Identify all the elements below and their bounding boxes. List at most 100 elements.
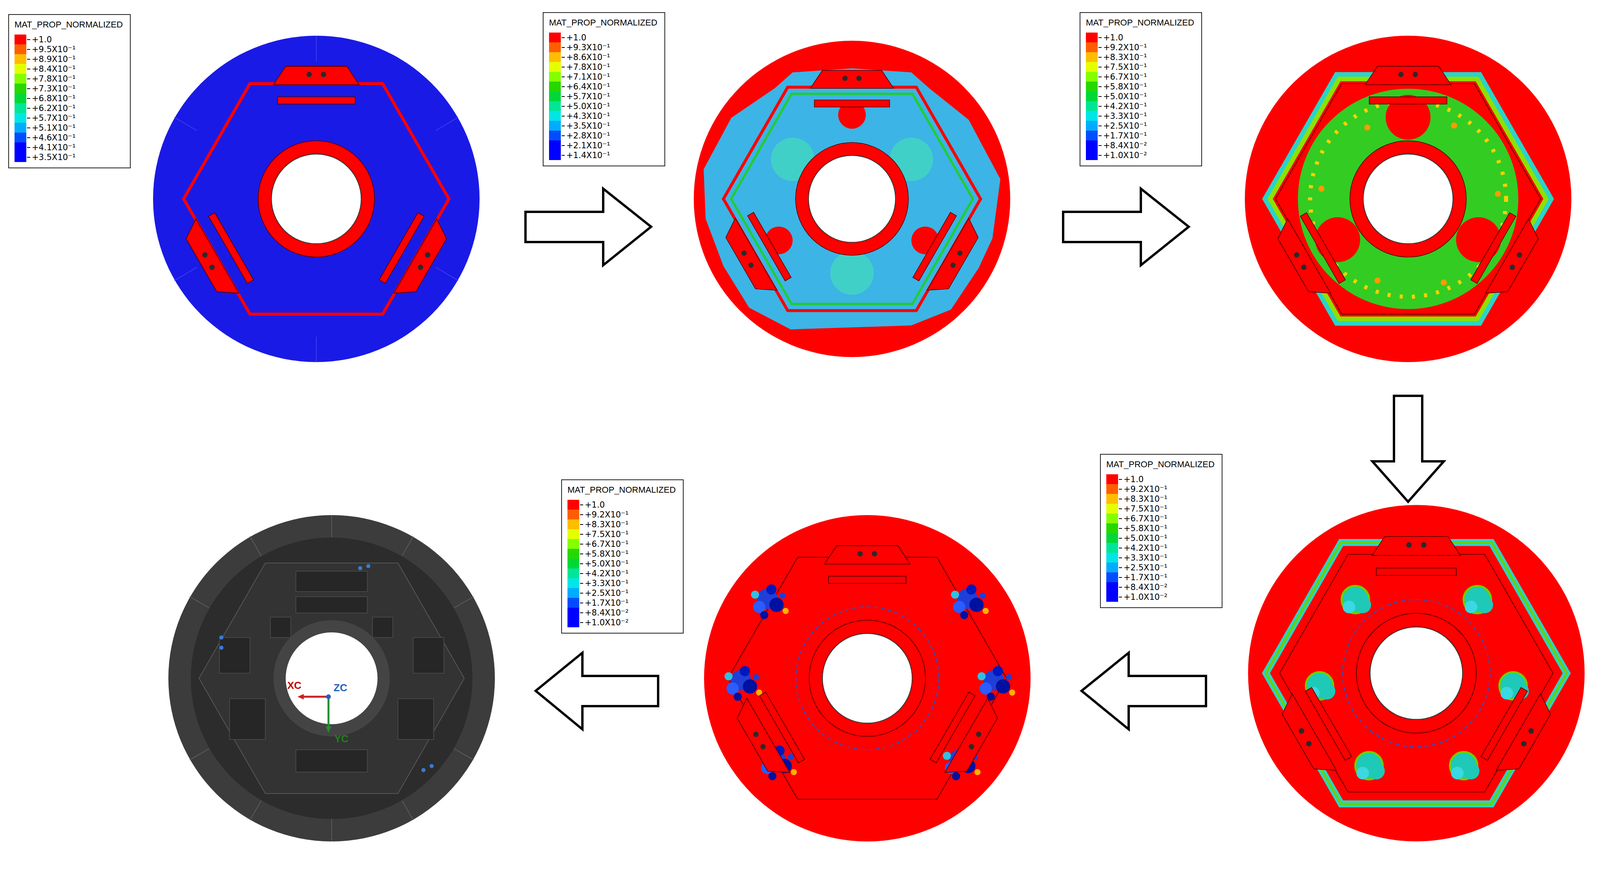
legend-tick — [561, 155, 565, 156]
legend-tick — [27, 58, 31, 60]
legend-row: +3.5X10⁻¹ — [549, 120, 658, 131]
legend-value: +4.2X10⁻¹ — [1103, 101, 1148, 112]
legend-swatch — [567, 568, 580, 579]
legend-value: +2.5X10⁻¹ — [1103, 121, 1148, 131]
illustration-part — [153, 35, 480, 363]
legend-row: +8.4X10⁻¹ — [14, 63, 123, 74]
legend-value: +5.0X10⁻¹ — [1103, 91, 1148, 102]
legend-row: +9.5X10⁻¹ — [14, 44, 123, 55]
legend-row: +2.5X10⁻¹ — [1085, 120, 1195, 131]
illustration-part — [1341, 586, 1372, 614]
legend-swatch — [549, 101, 561, 112]
illustration-part — [1450, 122, 1458, 129]
legend-value: +5.8X10⁻¹ — [1123, 523, 1168, 534]
legend-swatch — [1106, 592, 1119, 603]
legend-row: +3.3X10⁻¹ — [1085, 111, 1195, 121]
legend-value: +1.0X10⁻² — [1103, 150, 1148, 161]
legend-row: +8.4X10⁻² — [1085, 140, 1195, 151]
legend-row: +5.0X10⁻¹ — [1106, 533, 1215, 544]
legend-value: +7.5X10⁻¹ — [1103, 62, 1148, 72]
legend-tick — [1118, 547, 1123, 549]
legend-swatch — [1085, 91, 1098, 102]
legend-tick — [1098, 37, 1102, 39]
legend-swatch — [14, 113, 27, 123]
illustration-part — [219, 645, 224, 650]
legend-tick — [561, 125, 565, 127]
legend-box: MAT_PROP_NORMALIZED+1.0+9.3X10⁻¹+8.6X10⁻… — [542, 12, 666, 167]
legend-row: +1.7X10⁻¹ — [1085, 130, 1195, 141]
legend-value: +7.3X10⁻¹ — [31, 83, 76, 94]
illustration-part — [704, 515, 1031, 842]
legend-value: +1.4X10⁻¹ — [566, 150, 611, 161]
legend-row: +4.2X10⁻¹ — [1085, 101, 1195, 112]
legend-row: +8.3X10⁻¹ — [1085, 52, 1195, 63]
illustration-part — [331, 819, 333, 842]
legend-tick — [1098, 105, 1102, 107]
legend-swatch — [1085, 120, 1098, 131]
legend-title: MAT_PROP_NORMALIZED — [1106, 459, 1215, 470]
legend-tick — [27, 49, 31, 50]
legend-swatch — [1106, 572, 1119, 583]
legend-value: +6.8X10⁻¹ — [31, 93, 76, 104]
illustration-part — [1063, 188, 1189, 266]
illustration-part — [1247, 505, 1585, 842]
legend-row: +8.3X10⁻¹ — [1106, 494, 1215, 504]
illustration-part — [295, 596, 368, 614]
illustration-part — [300, 696, 329, 699]
legend-swatch — [1106, 494, 1119, 504]
legend-swatch — [567, 539, 580, 550]
illustration-part — [950, 584, 989, 620]
legend-row: +1.7X10⁻¹ — [567, 598, 676, 608]
illustration-part — [258, 140, 375, 258]
illustration-part — [693, 40, 1011, 358]
illustration-part — [366, 564, 371, 569]
illustration-part — [397, 698, 434, 740]
legend-row: +3.5X10⁻¹ — [14, 152, 123, 163]
illustration-part — [704, 515, 1031, 842]
illustration-part — [189, 596, 210, 609]
legend-row: +1.7X10⁻¹ — [1106, 572, 1215, 583]
legend-value: +7.8X10⁻¹ — [31, 74, 76, 84]
legend-swatch — [549, 81, 561, 92]
legend-tick — [1098, 56, 1102, 58]
legend-row: +2.8X10⁻¹ — [549, 130, 658, 141]
legend-swatch — [549, 140, 561, 151]
legend-tick — [1118, 587, 1123, 588]
illustration-part — [751, 584, 789, 620]
illustration-part — [325, 726, 332, 734]
legend-row: +5.7X10⁻¹ — [549, 91, 658, 102]
legend-tick — [27, 156, 31, 158]
legend-row: +4.1X10⁻¹ — [14, 142, 123, 153]
legend-swatch — [1106, 474, 1119, 485]
illustration-part — [809, 620, 926, 737]
legend-value: +4.6X10⁻¹ — [31, 133, 76, 143]
illustration-part — [1275, 536, 1557, 781]
legend-value: +5.0X10⁻¹ — [1123, 533, 1168, 544]
illustration-part — [454, 748, 474, 761]
legend-value: +6.2X10⁻¹ — [31, 103, 76, 114]
legend-swatch — [1085, 32, 1098, 43]
axis-label: YC — [334, 733, 349, 746]
illustration-part — [326, 694, 331, 700]
legend-swatch — [549, 120, 561, 131]
legend-row: +4.3X10⁻¹ — [549, 111, 658, 121]
illustration-part — [372, 617, 393, 638]
legend-swatch — [14, 93, 27, 104]
legend-swatch — [1085, 81, 1098, 92]
illustration-part — [1440, 279, 1447, 286]
illustration-part — [174, 117, 198, 131]
legend-swatch — [1106, 562, 1119, 573]
legend-title: MAT_PROP_NORMALIZED — [567, 485, 676, 496]
legend-swatch — [1106, 484, 1119, 495]
legend-value: +8.4X10⁻² — [584, 608, 629, 618]
legend-swatch — [1085, 101, 1098, 112]
legend-value: +9.2X10⁻¹ — [584, 510, 629, 520]
illustration-part — [180, 66, 453, 303]
legend-row: +5.8X10⁻¹ — [1085, 81, 1195, 92]
legend-swatch — [14, 83, 27, 94]
legend-tick — [27, 137, 31, 139]
legend-row: +3.3X10⁻¹ — [1106, 552, 1215, 563]
legend-row: +7.8X10⁻¹ — [549, 62, 658, 72]
illustration-part — [1463, 586, 1494, 614]
